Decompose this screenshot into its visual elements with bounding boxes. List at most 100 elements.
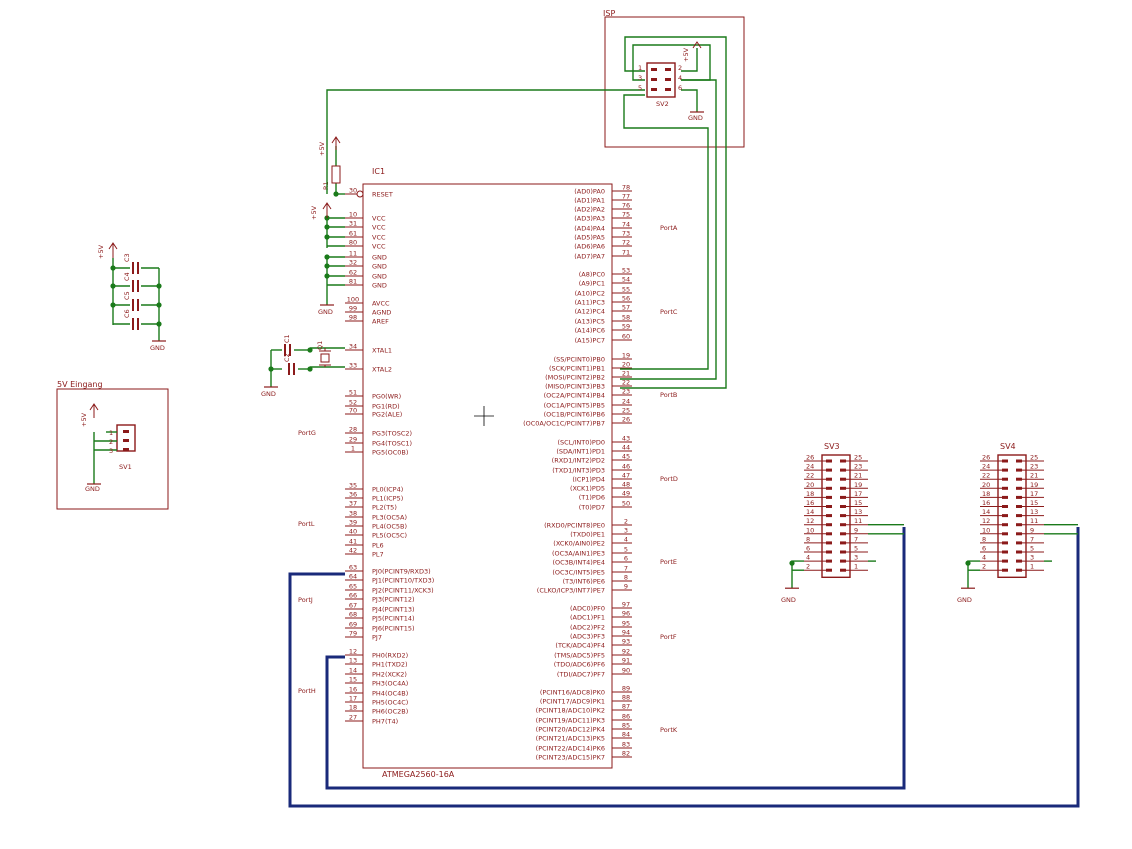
ic1-right-pin-name: (ADC1)PF1	[570, 613, 605, 621]
sv4-gnd-label: GND	[957, 596, 972, 604]
ic1-right-pin-number: 82	[622, 750, 630, 758]
isp-pin-5: 5	[638, 84, 642, 92]
ic1-right-pin-labels: 78(AD0)PA077(AD1)PA176(AD2)PA275(AD3)PA3…	[523, 184, 630, 762]
sv4-left-pin-number: 2	[982, 563, 986, 571]
ic1-right-pin-number: 23	[622, 388, 630, 396]
ic1-left-pin-number: 80	[349, 239, 357, 247]
sv3-right-pin-number: 1	[854, 563, 858, 571]
ic1-right-pin-name: (A14)PC6	[575, 326, 605, 334]
sv3-right-contact	[840, 495, 846, 499]
port-label-f: PortF	[660, 633, 677, 641]
sv4-left-contact	[1002, 568, 1008, 572]
ic1-right-pin-number: 90	[622, 667, 630, 675]
sv3-left-pin-number: 2	[806, 563, 810, 571]
sv4-left-pin-number: 18	[982, 490, 990, 498]
ic1-left-pin-number: 98	[349, 314, 357, 322]
sv4-right-pin-number: 7	[1030, 535, 1034, 543]
ic1-right-pin-name: (ADC3)PF3	[570, 632, 605, 640]
ic1-right-pin-number: 21	[622, 370, 630, 378]
ic1-left-pin-name: VCC	[372, 223, 386, 231]
ic1-left-pin-name: PJ2(PCINT11/XCK3)	[372, 586, 434, 594]
port-label-c: PortC	[660, 308, 678, 316]
ic1-left-pin-number: 42	[349, 547, 357, 555]
ic1-left-pin-name: PG2(ALE)	[372, 410, 402, 418]
ic1-right-pin-number: 3	[624, 527, 628, 535]
ic1-right-pin-number: 49	[622, 490, 630, 498]
ic1-left-pin-number: 16	[349, 686, 357, 694]
ic1-left-pin-number: 63	[349, 564, 357, 572]
isp-part-label: SV2	[656, 100, 669, 108]
sv4-gnd-wire	[967, 560, 980, 589]
ic1-right-pin-name: (AD6)PA6	[574, 242, 605, 250]
ic1-right-pin-number: 97	[622, 601, 630, 609]
sv4-right-contact	[1016, 523, 1022, 527]
ic1-right-pin-name: (OC0A/OC1C/PCINT7)PB7	[523, 419, 605, 427]
ic1-right-pin-number: 54	[622, 276, 630, 284]
psu-frame	[56, 388, 169, 510]
ic1-right-pin-number: 75	[622, 211, 630, 219]
ic1-right-pin-number: 22	[622, 379, 630, 387]
sv4-left-pin-number: 22	[982, 472, 990, 480]
ic1-left-pin-name: AVCC	[372, 299, 390, 307]
port-label-g: PortG	[298, 429, 316, 437]
sv4-left-pin-number: 4	[982, 554, 986, 562]
ic1-right-pin-name: (T3/INT6)PE6	[563, 577, 605, 585]
isp-wiring	[326, 36, 727, 389]
ic1-right-pin-number: 77	[622, 193, 630, 201]
sv4-left-pin-number: 14	[982, 508, 990, 516]
ic1-left-pin-number: 18	[349, 704, 357, 712]
ic1-left-pin-number: 17	[349, 695, 357, 703]
sv3-right-pin-number: 7	[854, 535, 858, 543]
ic1-right-pin-number: 89	[622, 685, 630, 693]
ic1-right-pin-number: 50	[622, 500, 630, 508]
sv4-left-contact	[1002, 514, 1008, 518]
ic1-right-pin-name: (A11)PC3	[575, 298, 605, 306]
ic1-left-pin-number: 35	[349, 482, 357, 490]
psu-pin-2: 2	[109, 438, 113, 446]
sv3-right-contact	[840, 532, 846, 536]
cap-c5-label: C5	[123, 291, 131, 300]
sv3-left-pin-number: 26	[806, 454, 814, 462]
resistor-r1-label: R1	[322, 181, 330, 190]
ic1-left-pin-number: 13	[349, 657, 357, 665]
psu-pin-3: 3	[109, 447, 113, 455]
sv4-left-pin-number: 20	[982, 481, 990, 489]
sv4-right-contact	[1016, 486, 1022, 490]
psu-pin-1: 1	[109, 429, 113, 437]
sv4-left-pin-number: 16	[982, 499, 990, 507]
ic1-left-pin-number: 70	[349, 407, 357, 415]
sv4-right-contact	[1016, 559, 1022, 563]
port-label-e: PortE	[660, 558, 677, 566]
sv4-right-contact	[1016, 550, 1022, 554]
ic1-right-pin-number: 86	[622, 713, 630, 721]
sv3-left-contact	[826, 468, 832, 472]
ic1-right-pin-number: 24	[622, 398, 630, 406]
ic1-right-pin-name: (CLKO/ICP3/INT7)PE7	[537, 586, 605, 594]
sv3-left-pin-number: 8	[806, 535, 810, 543]
ic1-right-pin-number: 76	[622, 202, 630, 210]
ic1-right-pin-number: 84	[622, 731, 630, 739]
ic1-right-pin-number: 73	[622, 230, 630, 238]
sv3-right-pin-number: 23	[854, 463, 862, 471]
ic1-left-pin-name: PL3(OC5A)	[372, 513, 407, 521]
sv4-right-contact	[1016, 541, 1022, 545]
port-label-b: PortB	[660, 391, 677, 399]
ic1-right-pin-number: 56	[622, 295, 630, 303]
sv3-right-contact	[840, 477, 846, 481]
ic1-right-pin-number: 88	[622, 694, 630, 702]
ic1-left-pin-name: GND	[372, 253, 387, 261]
bus-lines	[288, 527, 1080, 808]
ic1-right-pin-number: 60	[622, 333, 630, 341]
port-label-l: PortL	[298, 520, 315, 528]
sv3-left-pin-number: 14	[806, 508, 814, 516]
sv4-left-contact	[1002, 532, 1008, 536]
ic1-right-pin-number: 7	[624, 565, 628, 573]
sv3-right-pin-number: 19	[854, 481, 862, 489]
ic1-left-pin-name: PH1(TXD2)	[372, 660, 408, 668]
ic1-right-pin-number: 58	[622, 314, 630, 322]
sv4-right-contact	[1016, 459, 1022, 463]
ic1-right-pin-name: (PCINT19/ADC11)PK3	[536, 716, 605, 724]
ic1-origin-cross	[474, 406, 494, 426]
sv4-right-pin-number: 17	[1030, 490, 1038, 498]
ic1-right-pin-name: (AD2)PA2	[574, 205, 605, 213]
